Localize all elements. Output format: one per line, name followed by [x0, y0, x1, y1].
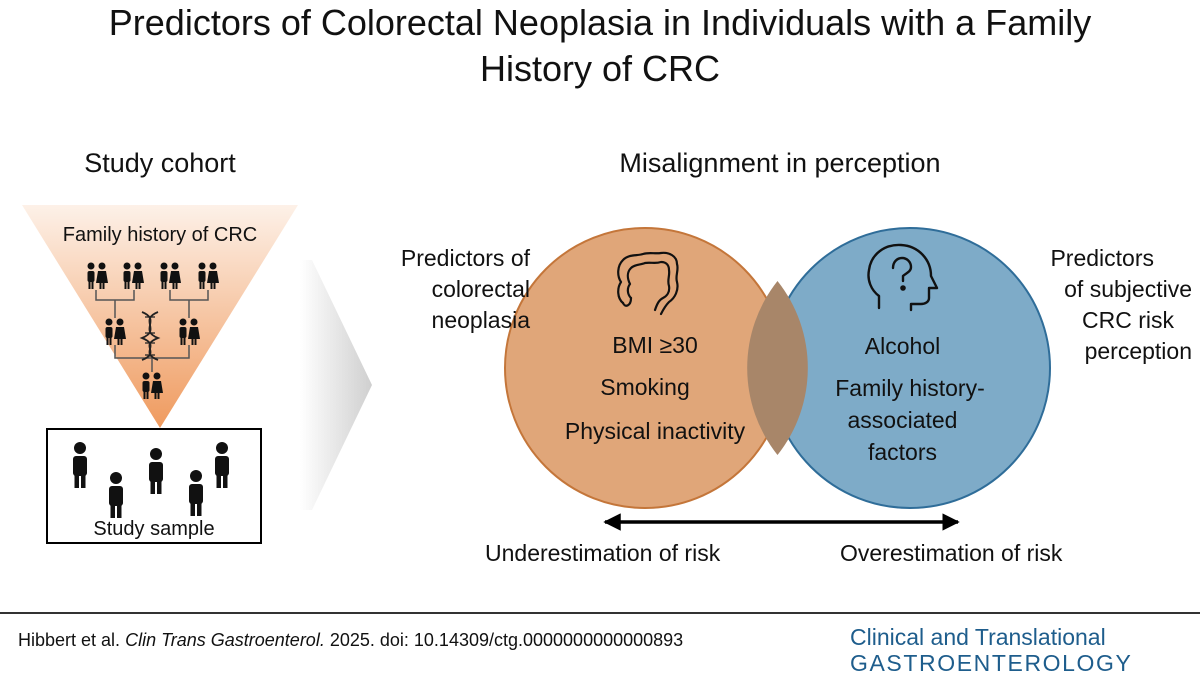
- left-label-line: Predictors of: [400, 245, 530, 271]
- journal-name-line-1: Clinical and Translational: [850, 624, 1106, 650]
- study-sample-label: Study sample: [93, 518, 215, 540]
- citation-journal: Clin Trans Gastroenterol.: [125, 630, 325, 650]
- underestimation-label: Underestimation of risk: [485, 540, 721, 566]
- journal-name-line-2: GASTROENTEROLOGY: [850, 650, 1133, 676]
- right-circle-item: associated: [847, 407, 958, 433]
- footer-divider: [0, 612, 1200, 614]
- person-icon: [149, 448, 163, 494]
- left-label-line: neoplasia: [431, 307, 530, 333]
- misalignment-heading: Misalignment in perception: [619, 148, 941, 178]
- citation-authors: Hibbert et al.: [18, 630, 121, 650]
- title-line-2: History of CRC: [479, 48, 721, 89]
- right-circle-item: Alcohol: [864, 333, 941, 359]
- left-predictors-label: Predictors of colorectal neoplasia: [360, 243, 530, 336]
- left-circle-item: Physical inactivity: [564, 418, 746, 444]
- citation-details: 2025. doi: 10.14309/ctg.0000000000000893: [329, 630, 684, 650]
- right-label-line: of subjective: [1064, 276, 1192, 302]
- family-funnel: [22, 205, 298, 428]
- study-sample-box: [46, 428, 262, 544]
- venn-overlap-fill: [747, 281, 808, 455]
- right-label-line: perception: [1084, 338, 1192, 364]
- left-circle-item: BMI ≥30: [612, 332, 698, 358]
- citation: Hibbert et al. Clin Trans Gastroenterol.…: [18, 630, 683, 651]
- study-cohort-heading: Study cohort: [84, 148, 236, 178]
- left-label-line: colorectal: [431, 276, 530, 302]
- right-predictors-label: Predictors of subjective CRC risk percep…: [1020, 243, 1192, 367]
- couple-icon: [198, 262, 219, 289]
- person-icon: [189, 470, 203, 516]
- person-icon: [73, 442, 87, 488]
- couple-icon: [142, 372, 163, 399]
- head-question-icon: [867, 243, 939, 312]
- right-label-line: Predictors: [1050, 245, 1154, 271]
- couple-icon: [160, 262, 181, 289]
- dna-icon: [139, 311, 161, 361]
- study-sample-people: [73, 442, 229, 518]
- couple-icon: [179, 318, 200, 345]
- right-label-line: CRC risk: [1082, 307, 1174, 333]
- couple-icon: [123, 262, 144, 289]
- title-line-1: Predictors of Colorectal Neoplasia in In…: [108, 2, 1092, 43]
- colon-icon: [617, 251, 679, 316]
- left-circle-item: Smoking: [600, 374, 690, 400]
- overestimation-label: Overestimation of risk: [840, 540, 1063, 566]
- left-venn-circle: [504, 227, 786, 509]
- family-member-icons: [87, 262, 219, 399]
- right-circle-item: factors: [867, 439, 938, 465]
- person-icon: [109, 472, 123, 518]
- couple-icon: [105, 318, 126, 345]
- family-tree-lines: [95, 290, 209, 372]
- person-icon: [215, 442, 229, 488]
- page-title: Predictors of Colorectal Neoplasia in In…: [0, 0, 1200, 92]
- family-history-label: Family history of CRC: [62, 224, 258, 246]
- right-circle-item: Family history-: [835, 375, 985, 401]
- couple-icon: [87, 262, 108, 289]
- chevron-arrow-icon: [300, 260, 372, 510]
